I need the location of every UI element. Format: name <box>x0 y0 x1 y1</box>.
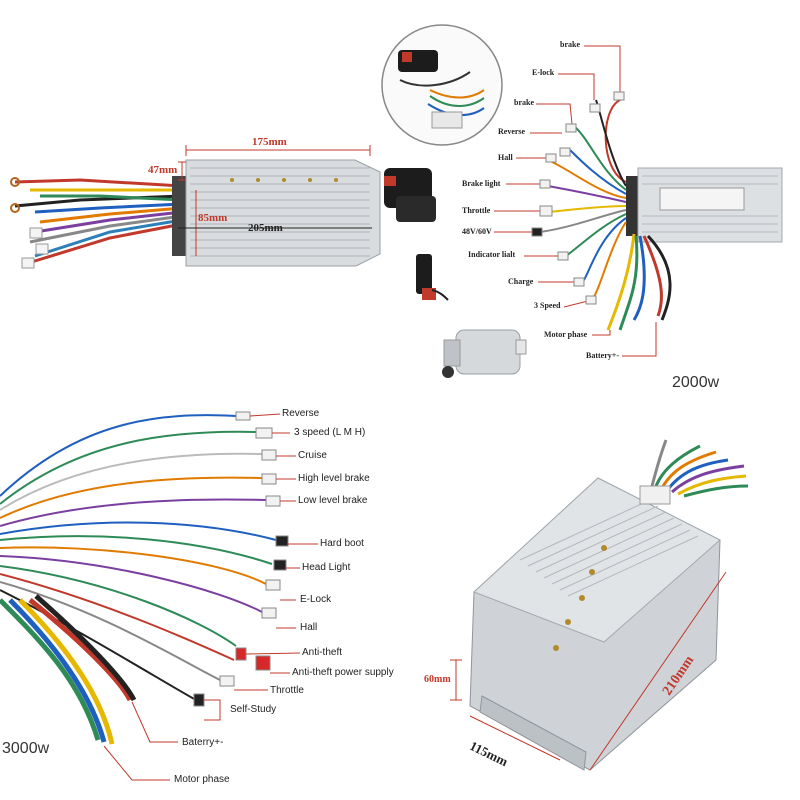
motor-phase-wires <box>0 594 137 745</box>
label-brake-light: Brake light <box>462 179 501 188</box>
label-throttle: Throttle <box>270 685 304 696</box>
top-left-dimension-lines <box>178 145 371 256</box>
bottom-right-dimension-lines <box>450 571 727 771</box>
label-reverse: Reverse <box>282 408 320 419</box>
top-left-wires <box>14 178 183 266</box>
label-low-level-brake: Low level brake <box>298 495 368 506</box>
label-voltage: 48V/60V <box>462 227 492 236</box>
label-battery: Baterry+- <box>182 737 224 748</box>
label-self-study: Self-Study <box>230 704 277 715</box>
dim-total-label: 205mm <box>248 222 283 234</box>
bottom-left-wires <box>0 414 277 701</box>
ring-terminal-icon <box>10 177 20 187</box>
dim-height-label: 60mm <box>424 674 451 685</box>
label-cruise: Cruise <box>298 450 327 461</box>
top-right-wires <box>539 99 672 331</box>
top-right-leaders <box>494 45 657 357</box>
label-hard-boot: Hard boot <box>320 538 364 549</box>
top-right-controller <box>626 167 783 243</box>
throttle-grip <box>384 168 436 222</box>
label-battery: Battery+- <box>586 351 619 360</box>
label-head-light: Head Light <box>302 562 351 573</box>
model-2000w: 2000w <box>672 374 720 391</box>
dim-width-label: 85mm <box>198 212 228 224</box>
connector-icon <box>29 227 43 239</box>
ring-terminal-icon <box>10 203 20 213</box>
label-hall: Hall <box>300 622 318 633</box>
label-reverse: Reverse <box>498 127 526 136</box>
label-throttle: Throttle <box>462 206 491 215</box>
label-motor-phase: Motor phase <box>544 330 588 339</box>
label-charge: Charge <box>508 277 534 286</box>
label-brake-1: brake <box>560 40 580 49</box>
label-hall: Hall <box>498 153 513 162</box>
motor <box>442 329 527 378</box>
top-right-connectors <box>531 91 625 305</box>
label-e-lock: E-lock <box>532 68 555 77</box>
label-3-speed: 3 speed (L M H) <box>294 427 366 438</box>
dim-length-label: 175mm <box>252 136 287 148</box>
label-anti-theft: Anti-theft <box>302 647 343 658</box>
connector-icon <box>21 257 35 269</box>
top-left-controller <box>172 159 381 267</box>
connector-icon <box>35 243 49 255</box>
kit-inset-circle <box>381 24 503 146</box>
label-3-speed: 3 Speed <box>534 301 561 310</box>
dim-height-label: 47mm <box>148 164 178 176</box>
label-high-level-brake: High level brake <box>298 473 370 484</box>
label-brake-2: brake <box>514 98 534 107</box>
label-anti-theft-power-supply: Anti-theft power supply <box>292 667 394 678</box>
bottom-left-connectors <box>193 411 289 707</box>
key-switch <box>416 254 449 301</box>
bottom-left-leaders <box>103 413 318 781</box>
label-indicator-light: Indicator lialt <box>468 250 516 259</box>
bottom-right-controller <box>469 477 721 771</box>
label-e-lock: E-Lock <box>300 594 332 605</box>
model-3000w: 3000w <box>2 740 50 757</box>
label-motor-phase: Motor phase <box>174 774 230 785</box>
